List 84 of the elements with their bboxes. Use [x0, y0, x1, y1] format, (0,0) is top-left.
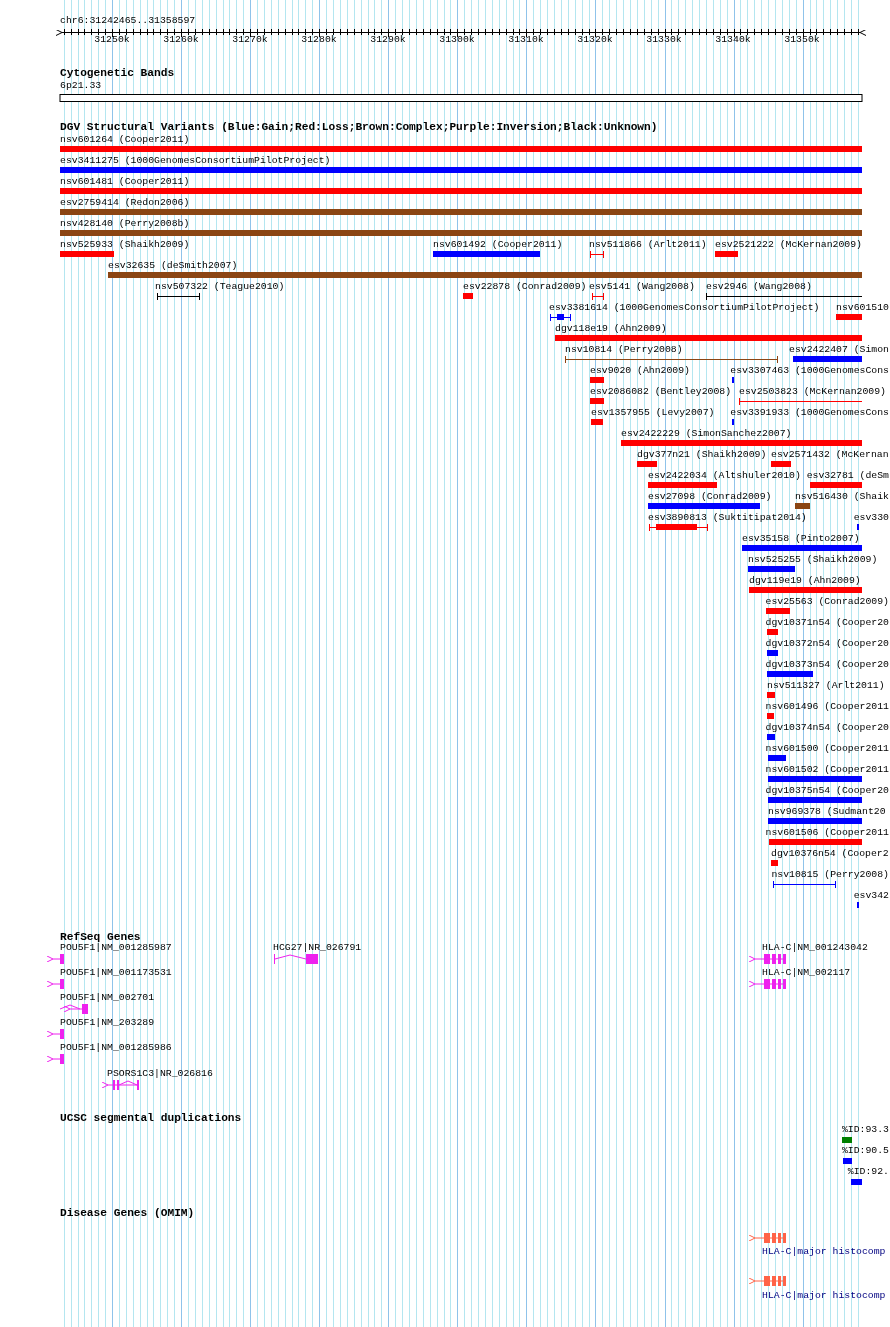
feature-label: POU5F1|NM_001285986 [60, 1042, 172, 1054]
feature-label: POU5F1|NM_001285987 [60, 942, 172, 954]
feature-label: HCG27|NR_026791 [273, 942, 362, 954]
feature-label: esv27098 (Conrad2009) [648, 491, 772, 503]
feature-label: %ID:92. [847, 1166, 889, 1178]
feature-label: nsv601506 (Cooper2011 [765, 827, 889, 839]
feature-label: nsv525933 (Shaikh2009) [60, 239, 190, 251]
feature-label: chr6:31242465..31358597 [60, 15, 196, 27]
feature-label: nsv601500 (Cooper2011 [765, 743, 889, 755]
feature-label: nsv516430 (Shaik [794, 491, 889, 503]
tick-label: 31280k [301, 34, 337, 46]
feature-label: esv25563 (Conrad2009) [765, 596, 889, 608]
track-title: Disease Genes (OMIM) [60, 1207, 195, 1219]
feature-label: nsv525255 (Shaikh2009) [748, 554, 878, 566]
feature-label: esv2521222 (McKernan2009) [715, 239, 862, 251]
feature-label: HLA-C|NM_002117 [762, 967, 851, 979]
track-title: DGV Structural Variants (Blue:Gain;Red:Loss;Brown:Complex;Purple:Inversion;Black:Unknown) [60, 121, 658, 133]
feature-label: nsv601492 (Cooper2011) [433, 239, 563, 251]
feature-label: nsv969378 (Sudmant20 [768, 806, 886, 818]
tick-label: 31320k [577, 34, 613, 46]
feature-label: dgv10373n54 (Cooper20 [765, 659, 889, 671]
feature-label: nsv10814 (Perry2008) [565, 344, 683, 356]
feature-label: nsv601481 (Cooper2011) [60, 176, 190, 188]
feature-label: nsv511866 (Arlt2011) [589, 239, 707, 251]
feature-label: nsv428140 (Perry2008b) [60, 218, 190, 230]
feature-label: esv342 [853, 890, 889, 902]
track-title: UCSC segmental duplications [60, 1112, 242, 1124]
tick-label: 31290k [370, 34, 406, 46]
feature-label: dgv10372n54 (Cooper20 [765, 638, 889, 650]
gene-link: HLA-C|major histocomp [762, 1290, 886, 1302]
feature-label: nsv601264 (Cooper2011) [60, 134, 190, 146]
feature-label: POU5F1|NM_002701 [60, 992, 155, 1004]
feature-label: dgv10376n54 (Cooper2 [771, 848, 889, 860]
feature-label: esv22878 (Conrad2009) [463, 281, 587, 293]
tick-label: 31350k [784, 34, 820, 46]
feature-label: esv2086082 (Bentley2008) [590, 386, 732, 398]
feature-label: esv2571432 (McKernan [771, 449, 889, 461]
feature-label: esv32781 (deSm [806, 470, 889, 482]
feature-label: nsv601496 (Cooper2011 [765, 701, 889, 713]
feature-label: esv3890813 (Suktitipat2014) [648, 512, 807, 524]
feature-label: %ID:93.3 [841, 1124, 889, 1136]
feature-label: nsv601502 (Cooper2011 [765, 764, 889, 776]
tick-label: 31250k [94, 34, 130, 46]
feature-label: nsv507322 (Teague2010) [155, 281, 285, 293]
feature-label: esv2422229 (SimonSanchez2007) [621, 428, 792, 440]
feature-label: esv2759414 (Redon2006) [60, 197, 190, 209]
feature-label: POU5F1|NM_203289 [60, 1017, 155, 1029]
feature-label: dgv10375n54 (Cooper20 [765, 785, 889, 797]
feature-label: nsv10815 (Perry2008) [771, 869, 889, 881]
feature-label: esv35158 (Pinto2007) [742, 533, 860, 545]
tick-label: 31300k [439, 34, 475, 46]
feature-label: esv5141 (Wang2008) [589, 281, 695, 293]
feature-label: esv2503823 (McKernan2009) [739, 386, 886, 398]
feature-label: dgv377n21 (Shaikh2009) [637, 449, 767, 461]
feature-label: esv2422034 (Altshuler2010) [648, 470, 801, 482]
feature-label: esv2946 (Wang2008) [706, 281, 812, 293]
feature-label: esv9020 (Ahn2009) [590, 365, 690, 377]
tick-label: 31260k [163, 34, 199, 46]
feature-label: POU5F1|NM_001173531 [60, 967, 172, 979]
track-title: RefSeq Genes [60, 931, 141, 943]
feature-label: nsv511327 (Arlt2011) [767, 680, 885, 692]
feature-label: esv32635 (deSmith2007) [108, 260, 238, 272]
feature-label: esv3307463 (1000GenomesCons [730, 365, 889, 377]
tick-label: 31310k [508, 34, 544, 46]
tick-label: 31340k [715, 34, 751, 46]
feature-label: dgv10374n54 (Cooper20 [765, 722, 889, 734]
feature-label: %ID:90.5 [841, 1145, 889, 1157]
feature-label: esv330 [853, 512, 889, 524]
track-title: Cytogenetic Bands [60, 67, 175, 79]
feature-label: dgv119e19 (Ahn2009) [749, 575, 861, 587]
tick-label: 31330k [646, 34, 682, 46]
feature-label: PSORS1C3|NR_026816 [107, 1068, 213, 1080]
feature-label: nsv601510 [836, 302, 889, 314]
feature-label: esv2422407 (Simon [789, 344, 889, 356]
feature-label: esv3381614 (1000GenomesConsortiumPilotProject) [549, 302, 820, 314]
feature-label: HLA-C|NM_001243042 [762, 942, 868, 954]
feature-label: dgv118e19 (Ahn2009) [555, 323, 667, 335]
feature-label: 6p21.33 [60, 80, 102, 92]
gene-link: HLA-C|major histocomp [762, 1246, 886, 1258]
tick-label: 31270k [232, 34, 268, 46]
feature-label: esv1357955 (Levy2007) [591, 407, 715, 419]
feature-label: dgv10371n54 (Cooper20 [765, 617, 889, 629]
feature-label: esv3411275 (1000GenomesConsortiumPilotProject) [60, 155, 331, 167]
feature-label: esv3391933 (1000GenomesCons [730, 407, 889, 419]
